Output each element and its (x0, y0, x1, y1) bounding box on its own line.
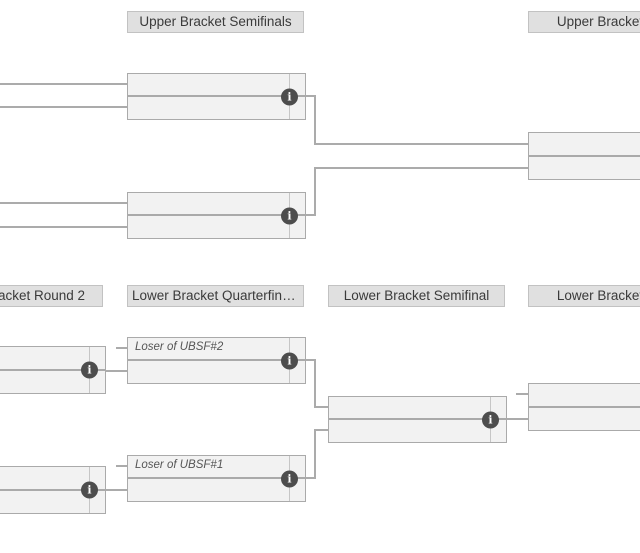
match-divider (128, 359, 305, 361)
team-slot (128, 97, 288, 119)
team-slot-label (0, 467, 88, 470)
match-upper-semifinal-2: i (127, 192, 306, 239)
match-lower-quarterfinal-1: Loser of UBSF#2 i (127, 337, 306, 384)
match-lower-round2-1: i (0, 346, 106, 394)
connector-line (306, 359, 316, 361)
round-header-upper-bracket-final: Upper Bracket Final (528, 11, 640, 33)
info-glyph: i (287, 209, 292, 222)
round-header-lower-bracket-final: Lower Bracket Final (528, 285, 640, 307)
connector-line (0, 226, 127, 228)
team-slot-label (128, 361, 288, 364)
round-header-upper-bracket-semifinals: Upper Bracket Semifinals (127, 11, 304, 33)
team-slot-label: Loser of UBSF#2 (135, 341, 224, 353)
match-divider (0, 369, 105, 371)
team-slot-label (529, 133, 640, 136)
info-glyph: i (287, 354, 292, 367)
team-slot-label (128, 74, 288, 77)
round-header-lower-bracket-quarterfinals: Lower Bracket Quarterfinals (127, 285, 304, 307)
connector-line (116, 465, 127, 467)
match-info-icon[interactable]: i (281, 207, 298, 224)
match-lower-round2-2: i (0, 466, 106, 514)
match-lower-final (528, 383, 640, 431)
team-slot-label (0, 371, 88, 374)
team-slot-label: Loser of UBSF#1 (135, 459, 224, 471)
connector-line (314, 167, 528, 169)
team-slot-label (529, 408, 640, 411)
round-header-lower-bracket-round-2: Lower Bracket Round 2 (0, 285, 103, 307)
info-glyph: i (287, 90, 292, 103)
connector-line (314, 143, 528, 145)
team-slot (128, 361, 288, 383)
team-slot-label (329, 420, 489, 423)
team-slot-label (0, 347, 88, 350)
match-info-icon[interactable]: i (281, 352, 298, 369)
match-info-icon[interactable]: i (482, 411, 499, 428)
info-glyph: i (488, 413, 493, 426)
team-slot (0, 491, 88, 513)
connector-line (516, 393, 528, 395)
connector-line (105, 370, 127, 372)
connector-line (0, 83, 127, 85)
match-info-icon[interactable]: i (81, 481, 98, 499)
match-lower-semifinal: i (328, 396, 507, 443)
match-lower-quarterfinal-2: Loser of UBSF#1 i (127, 455, 306, 502)
connector-line (306, 95, 316, 97)
team-slot-label (128, 97, 288, 100)
info-glyph: i (287, 472, 292, 485)
team-slot (0, 371, 88, 393)
match-info-icon[interactable]: i (281, 88, 298, 105)
connector-line (306, 214, 316, 216)
connector-line (314, 429, 329, 431)
team-slot: Loser of UBSF#2 (128, 338, 288, 359)
info-glyph: i (87, 483, 92, 497)
connector-line (0, 106, 127, 108)
connector-line (314, 429, 316, 479)
connector-line (0, 202, 127, 204)
round-header-lower-bracket-semifinal: Lower Bracket Semifinal (328, 285, 505, 307)
match-divider (529, 155, 640, 157)
match-info-icon[interactable]: i (281, 470, 298, 487)
match-divider (128, 214, 305, 216)
connector-line (507, 418, 528, 420)
match-divider (329, 418, 506, 420)
team-slot-label (529, 157, 640, 160)
team-slot (529, 133, 640, 155)
team-slot-label (529, 384, 640, 387)
team-slot (529, 384, 640, 406)
team-slot (128, 216, 288, 238)
team-slot (128, 74, 288, 95)
team-slot: Loser of UBSF#1 (128, 456, 288, 477)
team-slot-label (128, 479, 288, 482)
connector-line (314, 359, 316, 408)
team-slot-label (0, 491, 88, 494)
connector-line (314, 95, 316, 145)
info-glyph: i (87, 363, 92, 377)
team-slot (0, 347, 88, 369)
team-slot (128, 479, 288, 501)
team-slot (329, 397, 489, 418)
match-divider (128, 95, 305, 97)
team-slot-label (128, 193, 288, 196)
team-slot-label (128, 216, 288, 219)
match-info-icon[interactable]: i (81, 361, 98, 379)
match-divider (529, 406, 640, 408)
connector-line (116, 347, 127, 349)
match-upper-semifinal-1: i (127, 73, 306, 120)
match-upper-final (528, 132, 640, 180)
connector-line (314, 406, 329, 408)
team-slot (529, 408, 640, 430)
team-slot-label (329, 397, 489, 400)
match-divider (128, 477, 305, 479)
connector-line (306, 477, 316, 479)
team-slot (529, 157, 640, 179)
team-slot (0, 467, 88, 489)
match-divider (0, 489, 105, 491)
team-slot (128, 193, 288, 214)
team-slot (329, 420, 489, 442)
connector-line (105, 489, 127, 491)
connector-line (314, 167, 316, 216)
